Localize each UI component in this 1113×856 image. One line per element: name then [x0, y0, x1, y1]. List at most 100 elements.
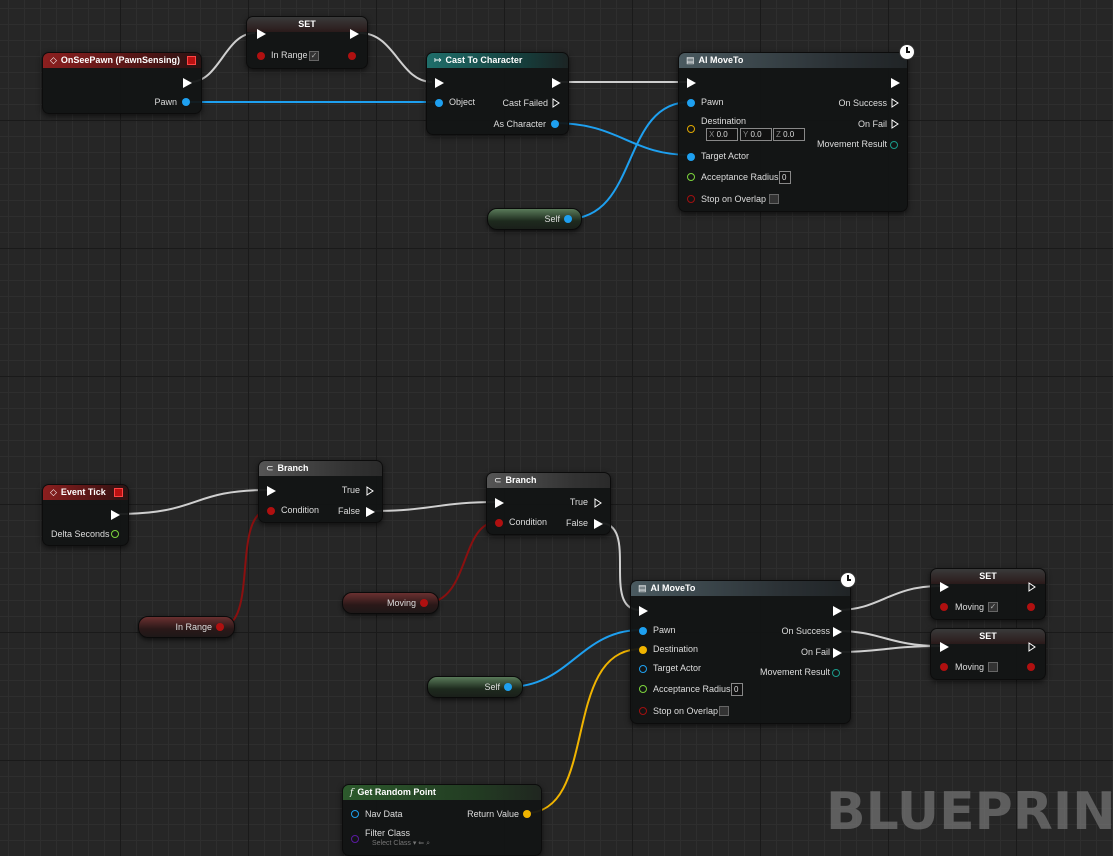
stop-on-overlap-checkbox[interactable]	[769, 194, 779, 204]
false-exec-pin[interactable]	[594, 519, 603, 529]
node-title: Cast To Character	[445, 55, 523, 65]
exec-in-pin[interactable]	[495, 498, 504, 508]
acceptance-radius-field[interactable]: 0	[731, 683, 743, 696]
function-box-icon: ▤	[686, 55, 695, 65]
destination-x-field[interactable]: X 0.0	[706, 128, 738, 141]
exec-out-pin[interactable]	[1028, 582, 1036, 592]
pawn-pin[interactable]	[687, 99, 695, 107]
node-title: SET	[298, 19, 316, 29]
condition-label: Condition	[509, 517, 548, 527]
moving-pin[interactable]	[420, 599, 428, 607]
return-value-pin[interactable]	[523, 810, 531, 818]
ai-move-to-node[interactable]: ▤AI MoveTo Pawn On Success Destination X…	[678, 44, 915, 212]
condition-pin[interactable]	[495, 519, 503, 527]
exec-in-pin[interactable]	[687, 78, 696, 88]
exec-in-pin[interactable]	[940, 642, 949, 652]
exec-in-pin[interactable]	[257, 29, 266, 39]
on-success-exec-pin[interactable]	[833, 627, 842, 637]
in-range-pin[interactable]	[216, 623, 224, 631]
condition-label: Condition	[281, 505, 320, 515]
acceptance-radius-pin[interactable]	[687, 173, 695, 181]
moving-checkbox[interactable]	[988, 662, 998, 672]
exec-in-pin[interactable]	[435, 78, 444, 88]
exec-wire	[359, 32, 433, 83]
self-pin[interactable]	[504, 683, 512, 691]
moving-in-pin[interactable]	[940, 603, 948, 611]
destination-z-field[interactable]: Z 0.0	[773, 128, 805, 141]
object-wire	[553, 122, 691, 156]
blueprint-watermark: BLUEPRINT	[826, 782, 1113, 842]
on-success-exec-pin[interactable]	[891, 98, 899, 108]
false-exec-pin[interactable]	[366, 507, 375, 517]
self-reference-node-bottom[interactable]: Self	[427, 676, 523, 698]
acceptance-radius-pin[interactable]	[639, 685, 647, 693]
moving-label: Moving	[955, 662, 985, 672]
destination-pin[interactable]	[639, 646, 647, 654]
exec-out-pin[interactable]	[111, 510, 120, 520]
object-pin[interactable]	[435, 99, 443, 107]
movement-result-pin[interactable]	[832, 669, 840, 677]
exec-out-pin[interactable]	[552, 78, 561, 88]
stop-on-overlap-pin[interactable]	[639, 707, 647, 715]
exec-out-pin[interactable]	[183, 78, 192, 88]
exec-out-pin[interactable]	[891, 78, 900, 88]
event-diamond-icon: ◇	[50, 55, 57, 65]
destination-y-field[interactable]: Y 0.0	[740, 128, 772, 141]
filter-class-pin[interactable]	[351, 835, 359, 843]
delegate-pin-icon[interactable]	[187, 56, 196, 65]
destination-pin[interactable]	[687, 125, 695, 133]
target-actor-pin[interactable]	[687, 153, 695, 161]
stop-on-overlap-pin[interactable]	[687, 195, 695, 203]
delta-seconds-pin[interactable]	[111, 530, 119, 538]
in-range-out-pin[interactable]	[348, 52, 356, 60]
cast-failed-exec-pin[interactable]	[552, 98, 560, 108]
select-class-dropdown[interactable]: Select Class ▾ ⇐ ⌕	[372, 840, 431, 847]
set-moving-true-node[interactable]: SET Moving ✓	[930, 568, 1046, 620]
true-exec-pin[interactable]	[366, 486, 374, 496]
event-tick-node[interactable]: ◇Event Tick Delta Seconds	[42, 484, 129, 546]
exec-out-pin[interactable]	[833, 606, 842, 616]
exec-in-pin[interactable]	[267, 486, 276, 496]
cast-to-character-node[interactable]: ↦Cast To Character Object Cast Failed As…	[426, 52, 569, 135]
movement-result-pin[interactable]	[890, 141, 898, 149]
branch-node-2[interactable]: ⊂Branch True Condition False	[486, 472, 611, 535]
target-actor-pin[interactable]	[639, 665, 647, 673]
in-range-label: In Range	[175, 622, 212, 632]
moving-out-pin[interactable]	[1027, 603, 1035, 611]
on-fail-exec-pin[interactable]	[833, 648, 842, 658]
destination-label: Destination	[701, 116, 747, 126]
exec-out-pin[interactable]	[1028, 642, 1036, 652]
set-moving-false-node[interactable]: SET Moving	[930, 628, 1046, 680]
moving-in-pin[interactable]	[940, 663, 948, 671]
as-character-pin[interactable]	[551, 120, 559, 128]
self-reference-node[interactable]: Self	[487, 208, 582, 230]
delegate-pin-icon[interactable]	[114, 488, 123, 497]
on-success-label: On Success	[838, 98, 887, 108]
on-fail-exec-pin[interactable]	[891, 119, 899, 129]
acceptance-radius-label: Acceptance Radius	[653, 684, 731, 694]
exec-in-pin[interactable]	[639, 606, 648, 616]
self-pin[interactable]	[564, 215, 572, 223]
acceptance-radius-field[interactable]: 0	[779, 171, 791, 184]
set-in-range-node[interactable]: SET In Range ✓	[246, 16, 368, 69]
moving-out-pin[interactable]	[1027, 663, 1035, 671]
in-range-checkbox[interactable]: ✓	[309, 51, 319, 61]
moving-variable-node[interactable]: Moving	[342, 592, 439, 614]
pawn-pin[interactable]	[639, 627, 647, 635]
branch-node-1[interactable]: ⊂Branch True Condition False	[258, 460, 383, 523]
pawn-pin[interactable]	[182, 98, 190, 106]
exec-in-pin[interactable]	[940, 582, 949, 592]
condition-pin[interactable]	[267, 507, 275, 515]
nav-data-pin[interactable]	[351, 810, 359, 818]
stop-on-overlap-checkbox[interactable]	[719, 706, 729, 716]
ai-move-to-node-bottom[interactable]: ▤AI MoveTo Pawn On Success Destination O…	[630, 572, 856, 724]
bool-wire	[424, 521, 498, 604]
in-range-in-pin[interactable]	[257, 52, 265, 60]
in-range-variable-node[interactable]: In Range	[138, 616, 235, 638]
true-exec-pin[interactable]	[594, 498, 602, 508]
on-see-pawn-event-node[interactable]: ◇OnSeePawn (PawnSensing) Pawn	[42, 52, 202, 114]
moving-checkbox[interactable]: ✓	[988, 602, 998, 612]
exec-out-pin[interactable]	[350, 29, 359, 39]
